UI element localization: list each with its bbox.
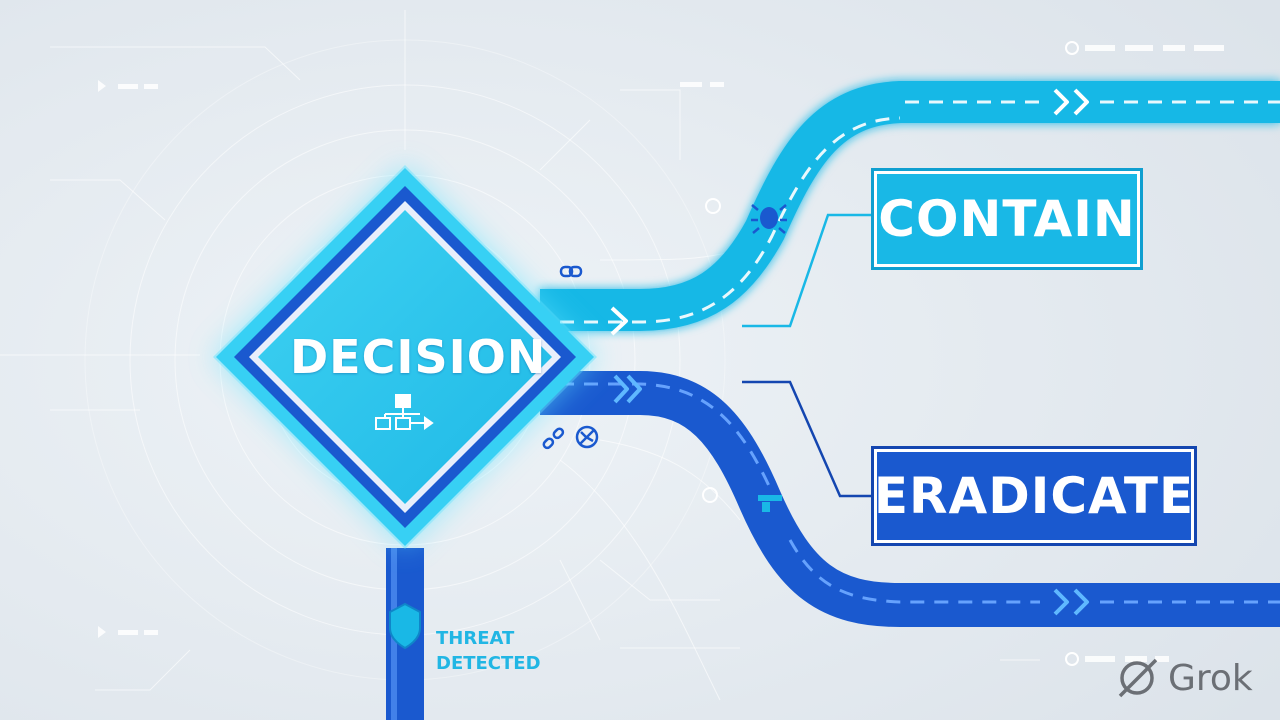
eradicate-chevron-icon (613, 374, 1089, 616)
threat-status-line2: DETECTED (436, 653, 541, 674)
eradicate-label: ERADICATE (873, 467, 1195, 525)
background-dash-markers (98, 41, 1224, 666)
flowchart-icon (375, 394, 434, 430)
decision-label: DECISION (290, 330, 547, 384)
contain-chevron-icon (610, 88, 1089, 336)
watermark: Grok (1116, 652, 1253, 704)
broken-link-icon (542, 427, 565, 450)
link-icon (559, 265, 583, 278)
no-entry-icon (575, 425, 599, 449)
contain-connector (742, 213, 874, 328)
contain-label-box: CONTAIN (874, 171, 1140, 267)
threat-status-line1: THREAT (436, 628, 515, 649)
decision-diamond (213, 165, 597, 549)
contain-label: CONTAIN (878, 190, 1136, 248)
grok-logo-icon (1118, 658, 1158, 698)
background-grid-lines (0, 10, 1040, 701)
threat-status: THREAT DETECTED (436, 626, 546, 676)
shield-icon (389, 602, 421, 650)
watermark-text: Grok (1168, 657, 1253, 699)
contain-path (540, 81, 1280, 331)
eradicate-label-box: ERADICATE (874, 449, 1194, 543)
crossing-marker-icon (758, 495, 782, 512)
eradicate-connector (742, 380, 874, 498)
bug-icon (751, 204, 787, 234)
